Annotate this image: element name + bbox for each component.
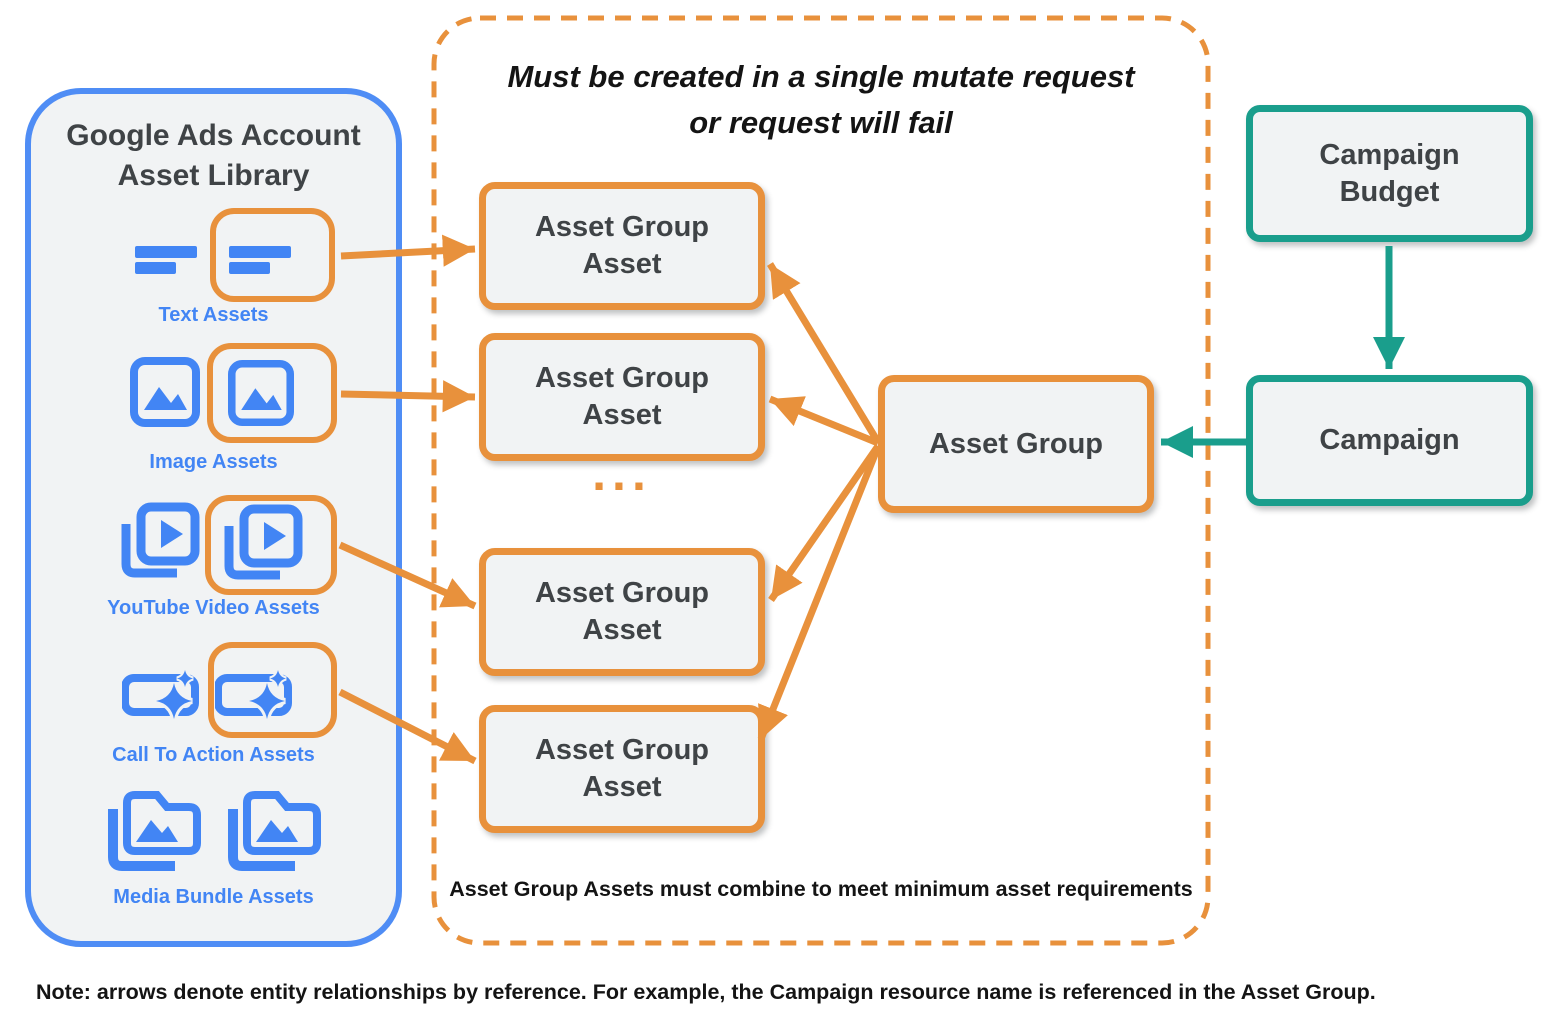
youtube-video-assets-label: YouTube Video Assets [107, 597, 320, 619]
asset-library-title-line2: Asset Library [117, 159, 310, 192]
youtube-video-asset-icon [224, 504, 303, 580]
reference-note: Note: arrows denote entity relationships… [36, 980, 1376, 1004]
image-asset-icon [130, 357, 200, 427]
mutate-request-title-line2: or request will fail [689, 105, 953, 140]
arrow-asset-group-to-asset-group-asset-1 [767, 262, 881, 444]
youtube-video-asset-icon [121, 502, 200, 578]
asset-group-asset-label: Asset Group [534, 577, 710, 609]
text-asset-icon [135, 246, 197, 274]
image-assets-label: Image Assets [149, 451, 278, 473]
asset-group-asset-label: Asset Group [534, 211, 710, 243]
call-to-action-asset-highlight [208, 642, 337, 738]
campaign-budget-box: Campaign Budget [1246, 105, 1533, 242]
text-assets-label: Text Assets [158, 304, 269, 326]
asset-group-asset-label: Asset Group [534, 362, 710, 394]
ellipsis: ... [592, 445, 652, 501]
text-asset-highlight [210, 208, 335, 302]
asset-group-asset-label: Asset [582, 614, 662, 646]
arrow-asset-group-to-asset-group-asset-3 [768, 444, 881, 602]
asset-group-asset-box-4: Asset Group Asset [479, 705, 765, 833]
mutate-request-title: Must be created in a single mutate reque… [450, 54, 1192, 146]
mutate-request-title-line1: Must be created in a single mutate reque… [507, 59, 1135, 94]
call-to-action-asset-icon [215, 669, 292, 720]
arrow-asset-group-to-asset-group-asset-2 [768, 395, 880, 447]
asset-library-panel: Google Ads Account Asset Library Text As… [25, 88, 402, 947]
campaign-budget-label: Campaign [1319, 138, 1460, 171]
call-to-action-asset-icon [122, 669, 199, 720]
asset-requirements-footnote: Asset Group Assets must combine to meet … [449, 877, 1193, 901]
image-asset-icon [228, 360, 294, 426]
call-to-action-assets-label: Call To Action Assets [112, 744, 315, 766]
asset-group-asset-label: Asset [582, 399, 662, 431]
asset-library-title: Google Ads Account Asset Library [31, 116, 396, 196]
asset-library-title-line1: Google Ads Account [66, 119, 361, 152]
asset-group-asset-box-1: Asset Group Asset [479, 182, 765, 310]
asset-group-label: Asset Group [928, 427, 1104, 460]
youtube-video-asset-highlight [205, 495, 337, 595]
media-bundle-asset-icon [108, 791, 201, 871]
media-bundle-asset-icon [228, 791, 321, 871]
campaign-box: Campaign [1246, 375, 1533, 506]
asset-group-asset-box-3: Asset Group Asset [479, 548, 765, 676]
campaign-label: Campaign [1319, 424, 1460, 456]
image-asset-highlight [207, 343, 337, 443]
asset-group-box: Asset Group [878, 375, 1154, 513]
media-bundle-assets-label: Media Bundle Assets [113, 886, 314, 908]
asset-group-asset-label: Asset Group [534, 734, 710, 766]
asset-group-asset-box-2: Asset Group Asset [479, 333, 765, 461]
asset-group-asset-label: Asset [582, 771, 662, 803]
asset-group-asset-label: Asset [582, 248, 662, 280]
campaign-budget-label: Budget [1339, 175, 1440, 208]
text-asset-icon [229, 246, 291, 274]
arrow-asset-group-to-asset-group-asset-4 [757, 445, 882, 741]
